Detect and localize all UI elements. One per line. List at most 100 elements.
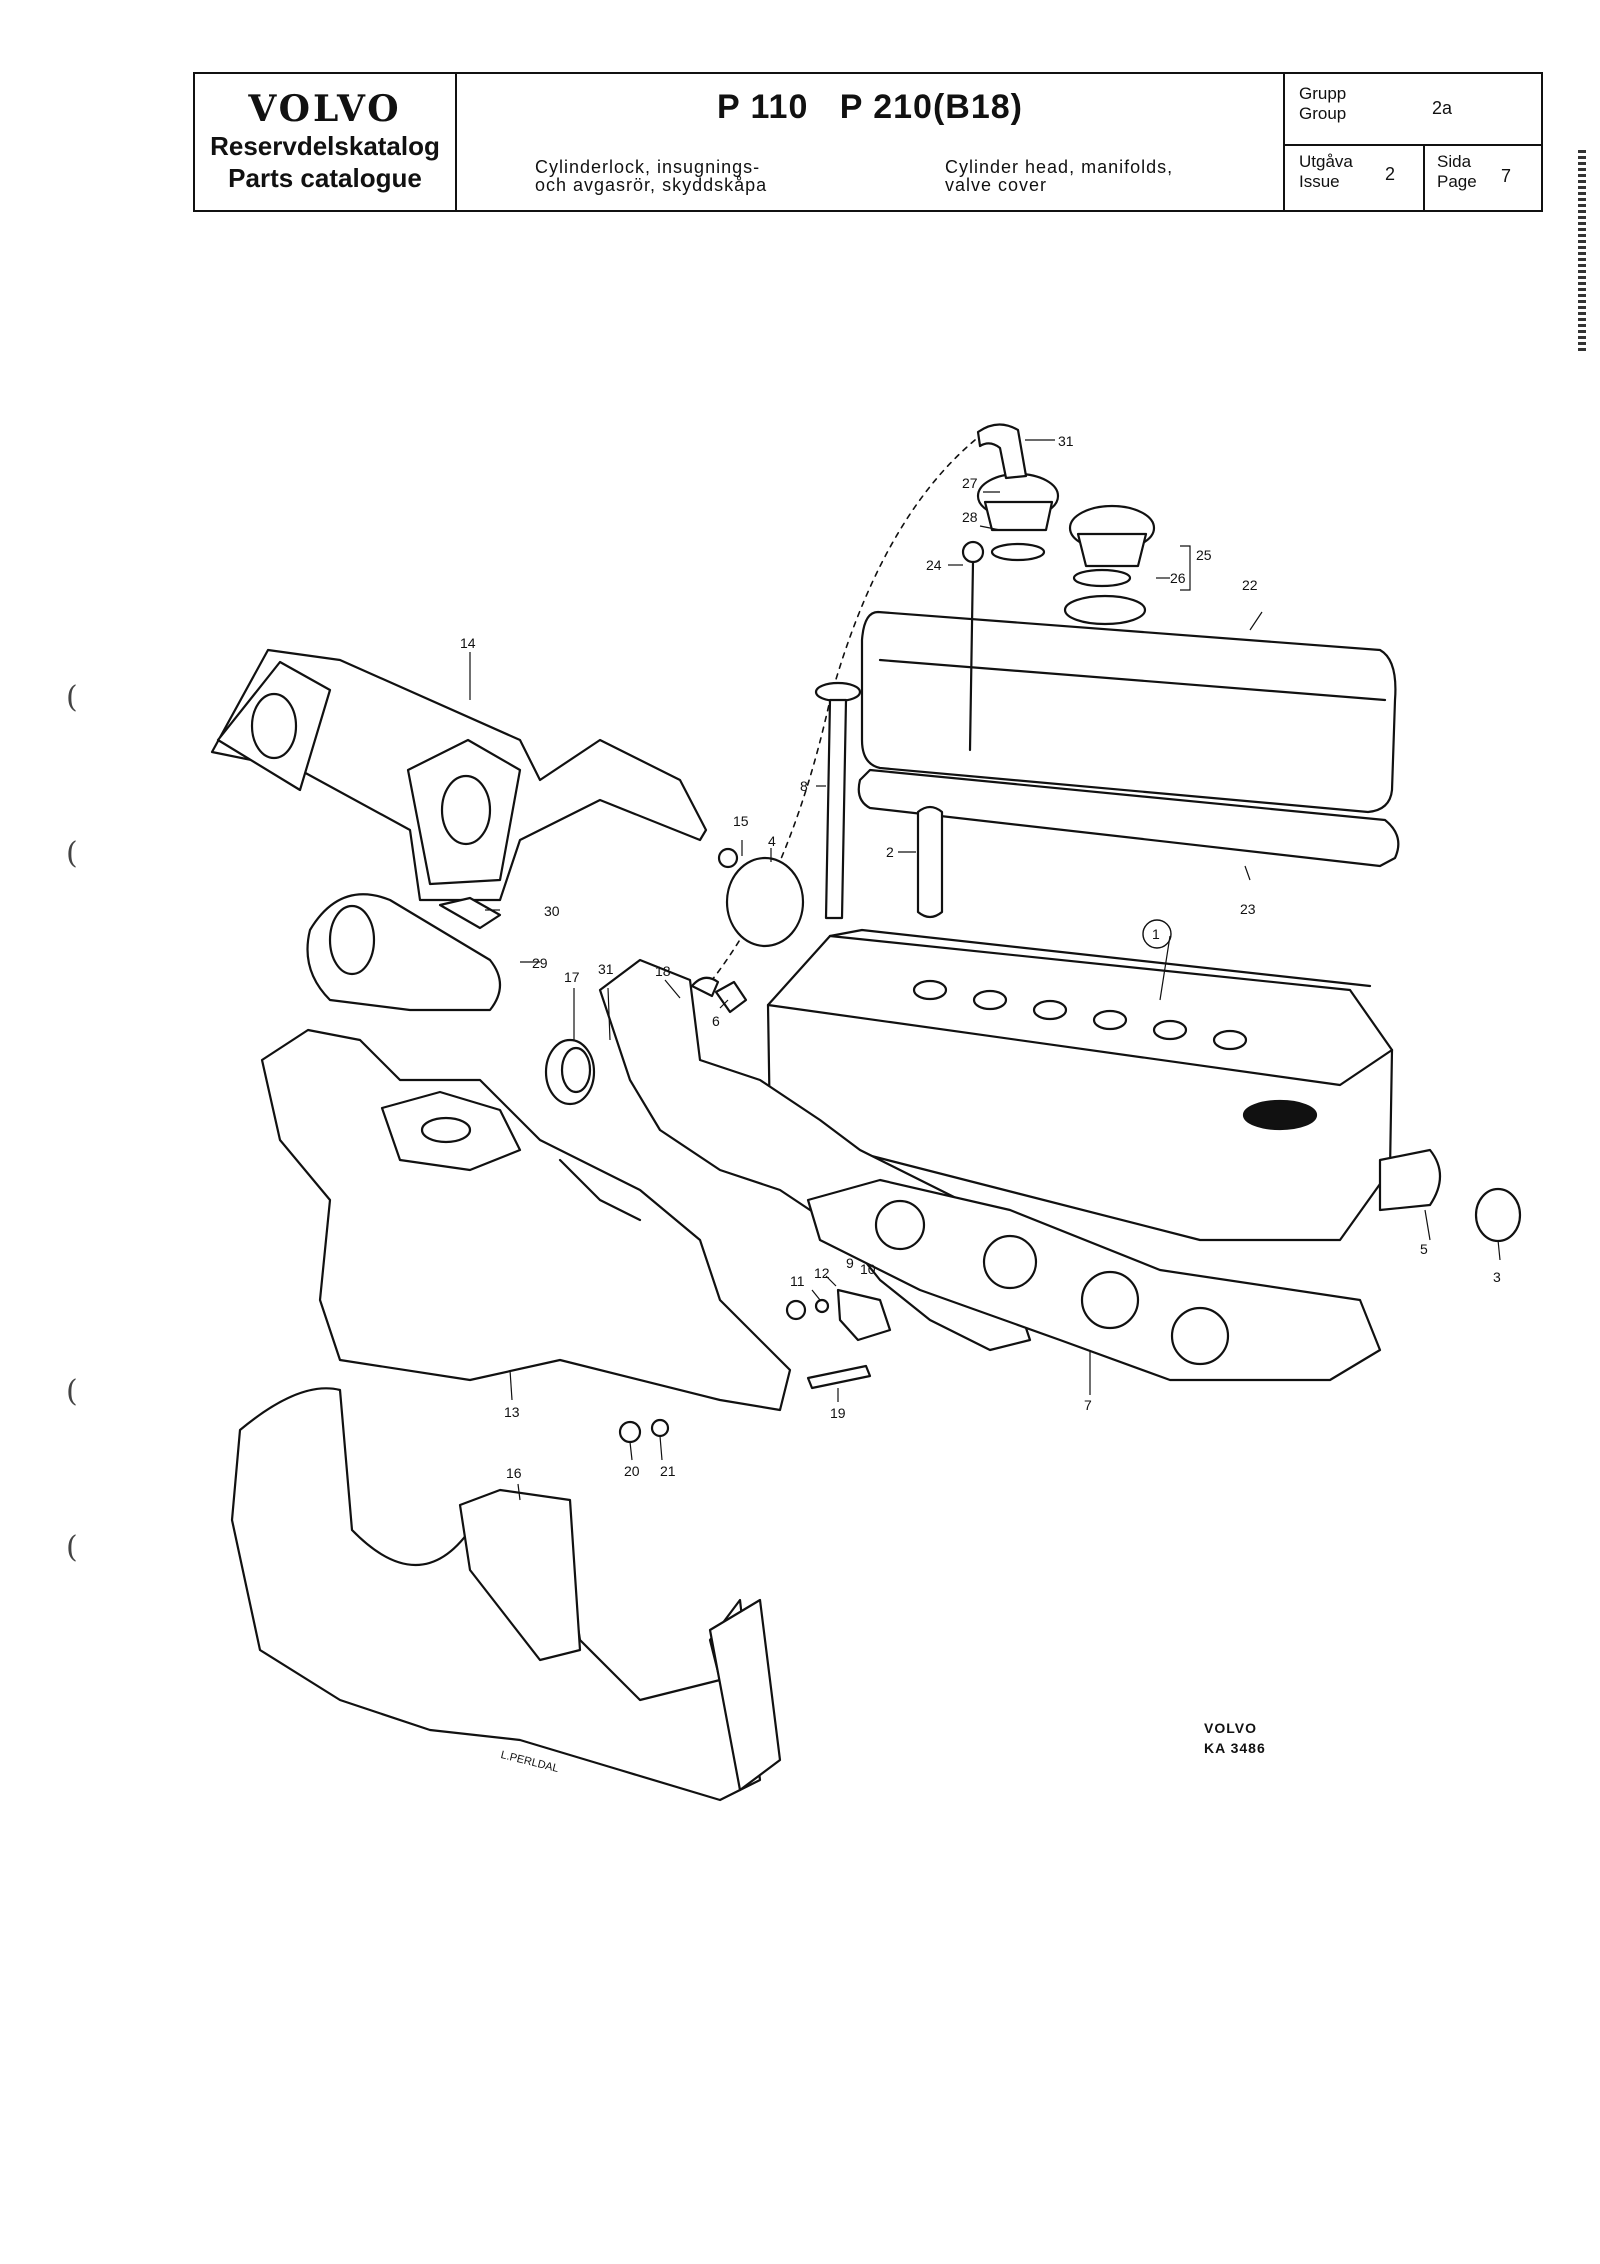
plug-15 <box>717 847 739 869</box>
thermostat-outlet <box>1242 1099 1318 1131</box>
bracket-9 <box>836 1288 892 1342</box>
figure-caption: VOLVO KA 3486 <box>1204 1718 1266 1758</box>
part-number: 22 <box>1242 577 1258 593</box>
part-number: 10 <box>860 1261 876 1277</box>
exhaust-port <box>420 1116 472 1144</box>
valve-cover-gasket <box>857 768 1400 868</box>
oil-filler-neck <box>1063 594 1147 626</box>
group-value: 2a <box>1432 98 1453 118</box>
exhaust-pipe-end <box>708 1598 782 1792</box>
intake-port-1 <box>250 692 298 760</box>
description-en-line2: valve cover <box>945 175 1048 195</box>
part-number: 9 <box>846 1255 854 1271</box>
screw-11 <box>785 1299 807 1321</box>
part-number: 21 <box>660 1463 676 1479</box>
description-sv-line1: Cylinderlock, insugnings- <box>535 157 761 177</box>
washer-12 <box>814 1298 830 1314</box>
part-number: 25 <box>1196 547 1212 563</box>
volvo-logo: VOLVO <box>248 88 402 130</box>
part-number: 31 <box>1058 433 1074 449</box>
filler-gasket <box>1072 568 1132 588</box>
brand-cell: VOLVO Reservdelskatalog Parts catalogue <box>195 74 457 210</box>
valve-cover-ridge <box>878 658 1387 702</box>
catalogue-title-en: Parts catalogue <box>228 163 422 193</box>
margin-mark: ( <box>66 1374 78 1409</box>
exhaust-stud-row <box>558 1158 642 1222</box>
water-pipe-5 <box>1378 1148 1442 1212</box>
cylinder-head-edge <box>766 1003 1394 1087</box>
part-number: 23 <box>1240 901 1256 917</box>
description-en-line1: Cylinder head, manifolds, <box>945 157 1174 177</box>
sleeve-2 <box>916 805 944 919</box>
group-label-sv: Grupp <box>1299 84 1347 103</box>
description-en: Cylinder head, manifolds, valve cover <box>945 158 1173 194</box>
caption-brand: VOLVO <box>1204 1720 1257 1736</box>
nut-20 <box>618 1420 642 1444</box>
spacer-bore <box>328 904 376 976</box>
expansion-plug-4 <box>725 856 805 948</box>
part-number: 8 <box>800 778 808 794</box>
part-number: 14 <box>460 635 476 651</box>
part-number-labels: 1 2 3 4 5 6 7 8 9 10 11 12 13 14 15 16 1… <box>460 433 1501 1481</box>
callout-circle-1 <box>1142 919 1172 949</box>
issue-label: Utgåva Issue <box>1299 152 1353 192</box>
washer-21 <box>650 1418 670 1438</box>
head-bolt-shank <box>824 698 848 920</box>
cover-bolt-shank <box>968 560 975 752</box>
model-title: P 110 P 210(B18) <box>717 88 1023 126</box>
info-cell: Grupp Group 2a Utgåva Issue 2 Sida Page … <box>1285 74 1541 210</box>
part-number: 15 <box>733 813 749 829</box>
margin-mark: ( <box>66 1530 78 1565</box>
issue-label-en: Issue <box>1299 172 1340 191</box>
part-number: 17 <box>564 969 580 985</box>
breather-cap-body <box>983 500 1054 532</box>
part-number: 18 <box>655 963 671 979</box>
part-number: 5 <box>1420 1241 1428 1257</box>
part-number: 1 <box>1152 926 1160 942</box>
group-row: Grupp Group 2a <box>1285 74 1541 146</box>
sealing-ring-17-inner <box>560 1046 592 1094</box>
exhaust-pipe-flange <box>458 1488 582 1662</box>
cover-bolt-head <box>961 540 985 564</box>
model-cell: P 110 P 210(B18) Cylinderlock, insugning… <box>457 74 1285 210</box>
page-label-sv: Sida <box>1437 152 1472 171</box>
part-number: 29 <box>532 955 548 971</box>
catalogue-header: VOLVO Reservdelskatalog Parts catalogue … <box>193 72 1543 212</box>
margin-mark: ( <box>66 680 78 715</box>
part-number: 13 <box>504 1404 520 1420</box>
part-number: 3 <box>1493 1269 1501 1285</box>
cylinder-head-top <box>828 928 1372 988</box>
issue-box: Utgåva Issue 2 <box>1285 144 1425 210</box>
nipple-6 <box>714 980 748 1014</box>
group-label: Grupp Group <box>1299 84 1346 124</box>
group-label-en: Group <box>1299 104 1347 123</box>
part-number: 6 <box>712 1013 720 1029</box>
part-number: 7 <box>1084 1397 1092 1413</box>
leader-lines <box>469 439 1501 1501</box>
part-number: 27 <box>962 475 978 491</box>
oil-filler-cap-body <box>1076 532 1148 568</box>
part-number: 19 <box>830 1405 846 1421</box>
part-number: 2 <box>886 844 894 860</box>
description-sv-line2: och avgasrör, skyddskåpa <box>535 175 768 195</box>
head-bolt-head <box>814 681 862 703</box>
description-sv: Cylinderlock, insugnings- och avgasrör, … <box>535 158 767 194</box>
carb-spacer-30 <box>438 896 502 930</box>
page-value: 7 <box>1501 166 1512 186</box>
stud-19 <box>806 1364 872 1390</box>
issue-value: 2 <box>1385 164 1396 184</box>
intake-port-2 <box>440 774 492 846</box>
edge-scan-mark <box>1578 150 1586 354</box>
part-number: 12 <box>814 1265 830 1281</box>
part-number: 31 <box>598 961 614 977</box>
part-number: 11 <box>790 1273 805 1289</box>
margin-mark: ( <box>66 836 78 871</box>
page-label: Sida Page <box>1437 152 1477 192</box>
part-number: 20 <box>624 1463 640 1479</box>
part-number: 16 <box>506 1465 522 1481</box>
page-label-en: Page <box>1437 172 1477 191</box>
caption-figure-number: KA 3486 <box>1204 1740 1266 1756</box>
part-number: 26 <box>1170 570 1186 586</box>
nipple-18 <box>690 976 720 998</box>
